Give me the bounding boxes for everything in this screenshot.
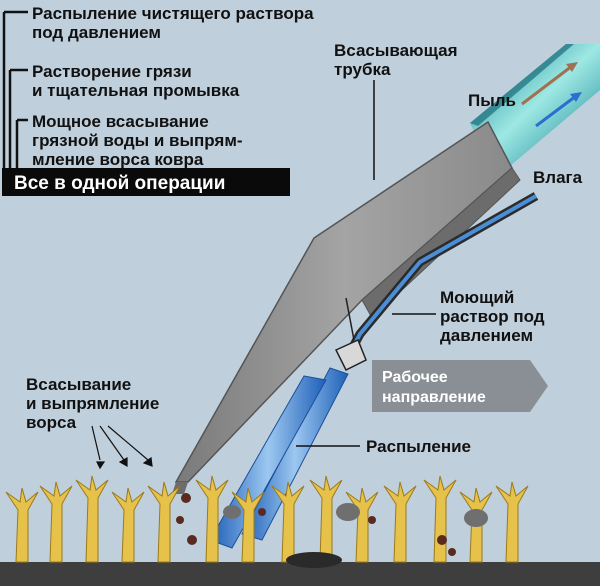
carpet-tuft xyxy=(195,475,229,563)
detergent-label-line-3: давлением xyxy=(440,326,533,345)
step-2-line-2: и тщательная промывка xyxy=(32,81,240,100)
detergent-label-line-2: раствор под xyxy=(440,307,545,326)
step-1-line-1: Распыление чистящего раствора xyxy=(32,4,314,23)
spray-label: Распыление xyxy=(366,437,471,456)
direction-label-line-2: направление xyxy=(382,389,486,406)
suction-pointers xyxy=(91,425,153,470)
direction-arrow: Рабочее направление xyxy=(372,360,548,412)
direction-label-line-1: Рабочее xyxy=(382,369,448,386)
dirt-clump xyxy=(286,552,342,568)
dirt-particles xyxy=(176,493,456,556)
step-2-line-1: Растворение грязи xyxy=(32,62,192,81)
suction-hose xyxy=(470,44,600,166)
all-in-one-label: Все в одной операции xyxy=(14,173,225,194)
suction-tube-label-line-1: Всасывающая xyxy=(334,41,458,60)
carpet-tuft xyxy=(5,487,39,563)
carpet xyxy=(0,475,600,586)
carpet-tuft xyxy=(231,487,265,563)
carpet-tuft xyxy=(75,475,109,563)
suction-pile-label-line-3: ворса xyxy=(26,413,77,432)
carpet-tuft xyxy=(309,475,343,563)
dust-arrow xyxy=(521,64,573,106)
moisture-arrow xyxy=(535,94,577,128)
carpet-tuft xyxy=(111,487,145,563)
carpet-tuft xyxy=(423,475,457,563)
carpet-tuft xyxy=(345,487,379,563)
suction-tube-label-line-2: трубка xyxy=(334,60,391,79)
suction-pile-label-line-2: и выпрямление xyxy=(26,394,159,413)
carpet-tuft xyxy=(271,481,305,563)
steps-list: Распыление чистящего раствора под давлен… xyxy=(32,4,314,169)
dust-label: Пыль xyxy=(468,91,516,110)
step-1-line-2: под давлением xyxy=(32,23,161,42)
carpet-tuft xyxy=(39,481,73,563)
dust-clumps xyxy=(223,503,488,527)
step-3-line-3: мление ворса ковра xyxy=(32,150,204,169)
all-in-one-bar xyxy=(2,168,290,196)
spray-jets xyxy=(209,367,360,549)
steps-bracket xyxy=(2,10,28,178)
detergent-pipe xyxy=(334,192,539,372)
carpet-tuft xyxy=(495,481,529,563)
moisture-label: Влага xyxy=(533,168,583,187)
step-3-line-2: грязной воды и выпрям- xyxy=(32,131,243,150)
detergent-label-line-1: Моющий xyxy=(440,288,514,307)
carpet-tuft xyxy=(383,481,417,563)
suction-pile-label-line-1: Всасывание xyxy=(26,375,131,394)
spray-nozzle-tip xyxy=(334,338,367,372)
step-3-line-1: Мощное всасывание xyxy=(32,112,209,131)
carpet-tuft xyxy=(147,481,181,563)
